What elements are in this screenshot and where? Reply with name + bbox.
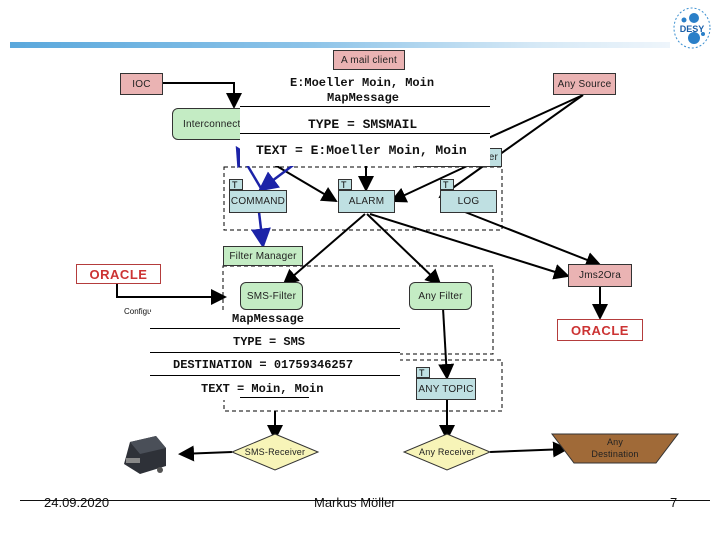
alarm-topic-node[interactable]: ALARM — [338, 190, 395, 213]
edge-any-source-log — [438, 94, 584, 199]
any-destination-line1[interactable]: Any — [606, 437, 624, 447]
any-destination-line2[interactable]: Destination — [591, 449, 639, 459]
any-source-node[interactable]: Any Source — [553, 73, 616, 95]
mail-divider-1 — [240, 106, 490, 107]
any-filter-node[interactable]: Any Filter — [409, 282, 472, 310]
edge-any-receiver-destination — [489, 441, 569, 458]
edge-alarm-jms2ora — [369, 213, 570, 280]
oracle-config-db: ORACLE — [76, 264, 161, 284]
topic-tab-any: T — [416, 367, 430, 378]
sms-text-underline — [240, 397, 309, 398]
edge-oracle-config — [116, 283, 227, 305]
command-topic-node[interactable]: COMMAND — [229, 190, 287, 213]
logo-text: DESY — [680, 24, 705, 34]
footer-date: 24.09.2020 — [44, 495, 110, 510]
filter-manager-node[interactable]: Filter Manager — [223, 246, 303, 266]
footer-author: Markus Möller — [314, 495, 396, 510]
edge-log-jms2ora — [464, 211, 602, 268]
mail-from-text: E:Moeller Moin, Moin — [290, 76, 435, 90]
log-topic-node[interactable]: LOG — [440, 190, 497, 213]
topic-tab-command: T — [229, 179, 243, 190]
edge-ioc-interconnection — [163, 82, 242, 109]
sms-mapmessage-title: MapMessage — [232, 312, 305, 326]
any-topic-node[interactable]: ANY TOPIC — [416, 378, 476, 400]
sms-divider-2 — [150, 352, 400, 353]
sms-type-field: TYPE = SMS — [233, 335, 306, 349]
sms-filter-node[interactable]: SMS-Filter — [240, 282, 303, 310]
mail-divider-2 — [240, 133, 490, 134]
any-receiver-shape — [402, 433, 492, 471]
edge-command-filtermanager — [251, 211, 271, 249]
message-overlay-1-bg — [240, 106, 490, 166]
message-overlay-2-bg — [150, 312, 400, 400]
sms-receiver-node[interactable]: SMS-Receiver — [244, 447, 306, 457]
any-destination-shape — [550, 433, 680, 464]
topics-group-box — [223, 166, 503, 231]
header-bar — [10, 42, 670, 48]
sms-divider-1 — [150, 328, 400, 329]
sms-divider-3 — [150, 375, 400, 376]
sms-modem-icon — [120, 434, 170, 476]
sms-destination-field: DESTINATION = 01759346257 — [173, 358, 354, 372]
sms-text-field: TEXT = Moin, Moin — [201, 382, 324, 396]
topic-tab-log: T — [440, 179, 454, 190]
desy-logo-icon: DESY — [672, 6, 712, 50]
mail-type-field: TYPE = SMSMAIL — [308, 117, 418, 132]
footer-divider — [20, 500, 710, 501]
edge-alarm-smsfilter — [282, 213, 366, 286]
ioc-node[interactable]: IOC — [120, 73, 163, 95]
edge-alarm-anyfilter — [366, 213, 442, 286]
mail-mapmessage-title: MapMessage — [327, 91, 400, 105]
mail-client-node[interactable]: A mail client — [333, 50, 405, 70]
edge-sms-receiver-modem — [178, 445, 233, 462]
mail-text-field: TEXT = E:Moeller Moin, Moin — [256, 143, 467, 158]
any-receiver-node[interactable]: Any Receiver — [419, 447, 475, 457]
edge-anyfilter-anytopic — [438, 307, 455, 380]
topic-tab-alarm: T — [338, 179, 352, 190]
config-label: Configu — [124, 307, 152, 316]
sms-receiver-shape — [230, 433, 320, 471]
oracle-archive-db: ORACLE — [557, 319, 643, 341]
footer-page-number: 7 — [670, 495, 678, 510]
jms2ora-node[interactable]: Jms2Ora — [568, 264, 632, 287]
